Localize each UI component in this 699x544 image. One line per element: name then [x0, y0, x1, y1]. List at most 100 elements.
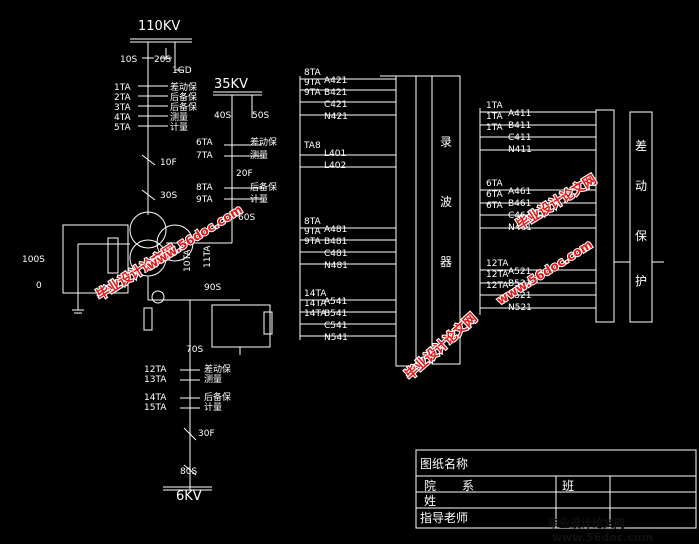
lv-ct-3: 15TA — [144, 403, 167, 413]
wiring-diagram: 110KV 35KV 6KV 10S 20S 1GD 1TA 2TA 3TA 4… — [22, 19, 697, 529]
hv-ct-1: 2TA — [114, 93, 132, 103]
left-ct-phase: A421 — [324, 76, 347, 86]
footer-text: 毕业设计论文网 — [548, 517, 625, 530]
lv-ct-use-0: 差动保 — [204, 363, 231, 375]
right-ct-phase: B521 — [508, 279, 531, 289]
mv-ct-1: 7TA — [196, 151, 214, 161]
hv-ct-use-0: 差动保 — [170, 81, 197, 93]
right-ct-ta: 12TA — [486, 270, 509, 280]
right-ct-ta: 12TA — [486, 259, 509, 269]
tr-switch-label: 90S — [204, 283, 221, 293]
left-ct-phase: N541 — [324, 333, 348, 343]
lv-disconnector-label: 80S — [180, 467, 197, 477]
tr-disconnector-label: 70S — [186, 345, 203, 355]
right-ct-ta: 1TA — [486, 101, 504, 111]
bus-6kv-label: 6KV — [176, 489, 202, 504]
bus-110kv-label: 110KV — [138, 19, 180, 34]
neutral-switch-label: 100S — [22, 255, 45, 265]
tr-ct-1: 11TA — [203, 245, 213, 268]
left-ct-phase: A481 — [324, 225, 347, 235]
right-ct-phase: A411 — [508, 109, 531, 119]
protection-char-3: 护 — [635, 274, 647, 288]
mv-disconnector-label: 60S — [238, 213, 255, 223]
tr-ct-0: 10TA — [183, 249, 193, 272]
mv-ct2-use-1: 计量 — [250, 193, 268, 205]
title-advisor: 指导老师 — [420, 510, 468, 525]
right-ct-phase: A461 — [508, 187, 531, 197]
mv-ct2-use-0: 后备保 — [250, 181, 277, 193]
left-ct-ta: 9TA — [304, 227, 322, 237]
mv-ct-use-1: 测量 — [250, 150, 268, 161]
lv-ct-use-2: 后备保 — [204, 391, 231, 403]
hv-breaker-label: 10F — [160, 158, 177, 168]
left-ct-ta: 14TA — [304, 309, 327, 319]
protection-char-2: 保 — [635, 229, 647, 243]
left-ct-phase: L402 — [324, 161, 346, 171]
right-ct-phase: N461 — [508, 223, 532, 233]
recorder-char-2: 器 — [440, 255, 452, 269]
right-ct-ta: 6TA — [486, 190, 504, 200]
bus-35kv-label: 35KV — [214, 77, 248, 92]
title-student: 姓 — [424, 494, 436, 508]
footer-url: www.56doc.com — [552, 531, 653, 544]
mv-ct-use-0: 差动保 — [250, 136, 277, 148]
mv-ct-0: 6TA — [196, 138, 214, 148]
protection-char-0: 差 — [635, 139, 647, 153]
mv-ct2-0: 8TA — [196, 183, 214, 193]
wires — [62, 38, 697, 529]
right-ct-phase: C461 — [508, 211, 531, 221]
left-ct-phase: B541 — [324, 309, 347, 319]
right-ct-ta: 1TA — [486, 112, 504, 122]
left-ct-ta: 9TA — [304, 78, 322, 88]
watermark-1: www.56doc.com — [144, 202, 245, 272]
hv-switch-3: 1GD — [172, 66, 192, 76]
right-ct-phase: B411 — [508, 121, 531, 131]
right-ct-groups: 1TA1TA1TAA411B411C411N4116TA6TA6TAA461B4… — [486, 101, 532, 313]
left-ct-ta: 8TA — [304, 217, 322, 227]
neutral-ground-label: 0 — [36, 281, 42, 291]
left-ct-phase: C421 — [324, 100, 347, 110]
right-ct-phase: B461 — [508, 199, 531, 209]
hv-ct-2: 3TA — [114, 103, 132, 113]
hv-ct-list: 1TA 2TA 3TA 4TA 5TA 差动保 后备保 后备保 测量 计量 — [114, 81, 197, 133]
lv-breaker-label: 30F — [198, 429, 215, 439]
title-major: 系 — [462, 479, 474, 493]
left-ct-ta: 14TA — [304, 289, 327, 299]
left-ct-ta: 14TA — [304, 299, 327, 309]
mv-ct2-1: 9TA — [196, 195, 214, 205]
hv-ct-use-1: 后备保 — [170, 91, 197, 103]
hv-ct-4: 5TA — [114, 123, 132, 133]
hv-ct-0: 1TA — [114, 83, 132, 93]
lv-ct-0: 12TA — [144, 365, 167, 375]
hv-disconnector-label: 30S — [160, 191, 177, 201]
hv-ct-use-2: 后备保 — [170, 101, 197, 113]
right-ct-ta: 1TA — [486, 123, 504, 133]
right-ct-phase: N411 — [508, 145, 532, 155]
lv-ct-2: 14TA — [144, 393, 167, 403]
protection-char-1: 动 — [635, 179, 647, 193]
hv-switch-1: 10S — [120, 55, 137, 65]
recorder-char-1: 波 — [440, 195, 452, 209]
left-ct-phase: N421 — [324, 112, 348, 122]
mv-breaker-label: 20F — [236, 169, 253, 179]
hv-switch-2: 20S — [154, 55, 171, 65]
left-ct-phase: N481 — [324, 261, 348, 271]
right-ct-phase: N521 — [508, 303, 532, 313]
mv-switch-1: 40S — [214, 111, 231, 121]
left-ct-ta: 9TA — [304, 88, 322, 98]
title-drawing-name: 图纸名称 — [420, 456, 468, 471]
left-ct-ta: 9TA — [304, 237, 322, 247]
lv-ct-use-3: 计量 — [204, 401, 222, 413]
right-ct-phase: A521 — [508, 267, 531, 277]
recorder-char-0: 录 — [440, 135, 452, 149]
left-ct-phase: B421 — [324, 88, 347, 98]
left-ct-phase: C541 — [324, 321, 347, 331]
right-ct-ta: 6TA — [486, 179, 504, 189]
left-ct-phase: B481 — [324, 237, 347, 247]
watermark-2: 毕业设计论文网 — [402, 310, 480, 383]
left-ct-phase: L401 — [324, 149, 346, 159]
hv-ct-3: 4TA — [114, 113, 132, 123]
title-class: 班 — [562, 479, 574, 493]
title-dept: 院 — [424, 479, 436, 493]
mv-switch-2: 50S — [252, 111, 269, 121]
